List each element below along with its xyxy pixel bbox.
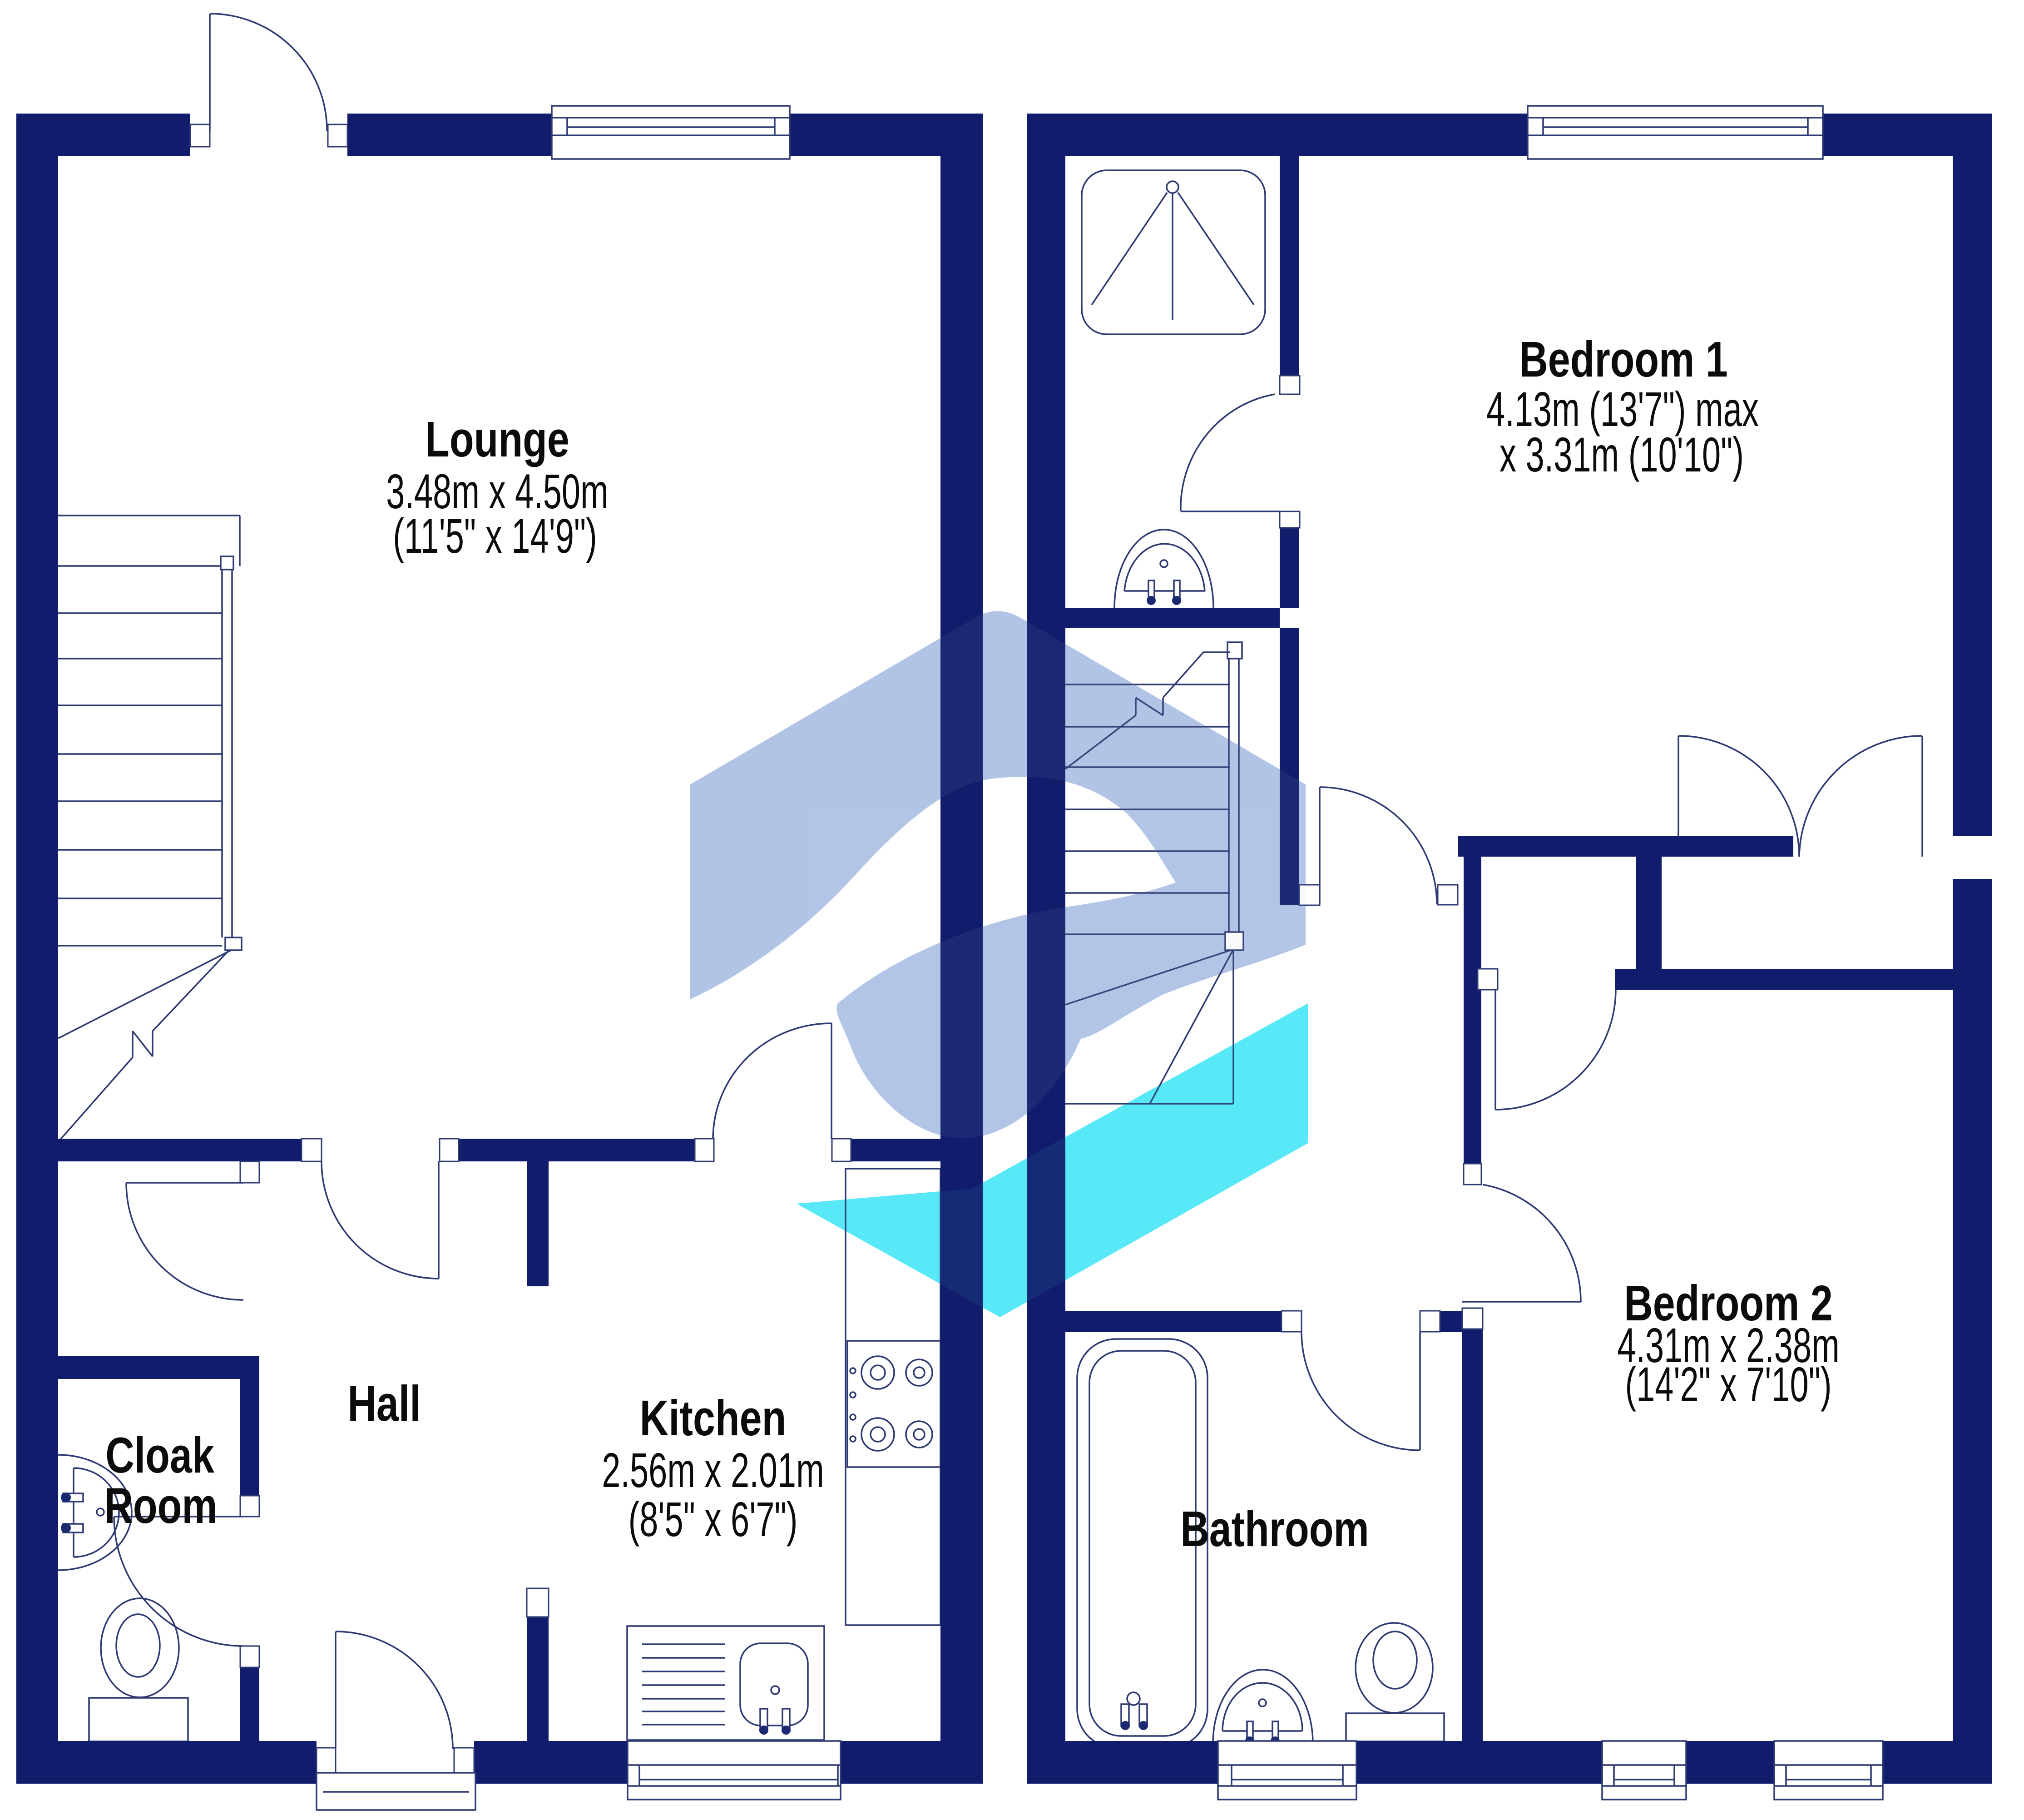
- svg-text:(14'2" x 7'10"): (14'2" x 7'10"): [1625, 1357, 1831, 1412]
- svg-text:Cloak: Cloak: [105, 1428, 214, 1484]
- svg-text:4.31m x 2.38m: 4.31m x 2.38m: [1617, 1318, 1839, 1373]
- svg-text:Bathroom: Bathroom: [1180, 1502, 1369, 1557]
- svg-text:Room: Room: [104, 1478, 217, 1534]
- svg-text:(8'5" x 6'7"): (8'5" x 6'7"): [628, 1492, 798, 1547]
- svg-text:3.48m x 4.50m: 3.48m x 4.50m: [386, 464, 608, 519]
- svg-text:Bedroom 1: Bedroom 1: [1519, 332, 1728, 388]
- svg-text:Kitchen: Kitchen: [640, 1391, 787, 1447]
- svg-text:Bedroom 2: Bedroom 2: [1624, 1276, 1833, 1332]
- svg-text:Lounge: Lounge: [425, 412, 569, 468]
- svg-text:2.56m x 2.01m: 2.56m x 2.01m: [602, 1443, 824, 1498]
- svg-text:(11'5" x 14'9"): (11'5" x 14'9"): [393, 509, 597, 563]
- svg-text:x 3.31m (10'10"): x 3.31m (10'10"): [1499, 427, 1744, 482]
- svg-text:4.13m (13'7") max: 4.13m (13'7") max: [1486, 382, 1759, 436]
- svg-text:Hall: Hall: [347, 1376, 421, 1432]
